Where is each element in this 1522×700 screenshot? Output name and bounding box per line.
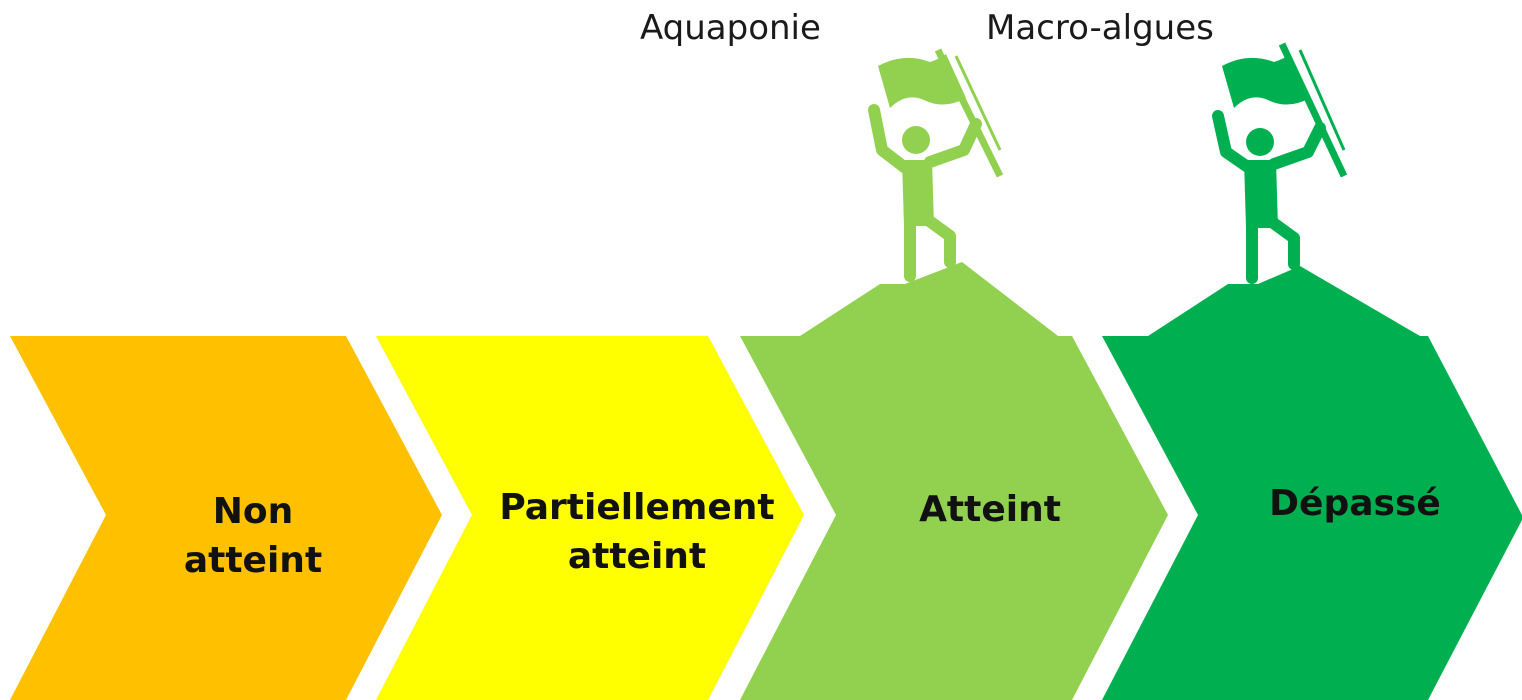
peak-depasse [1148, 266, 1420, 336]
step-label-line: Non [212, 491, 294, 532]
step-label-line: Dépassé [1269, 483, 1441, 524]
step-non-atteint [10, 336, 442, 700]
step-label-depasse: Dépassé [1230, 480, 1480, 529]
step-label-partiellement-atteint: Partiellement atteint [462, 484, 812, 581]
step-label-line: atteint [183, 539, 323, 581]
step-partiellement-atteint [376, 336, 804, 700]
person-flag-icon-aquaponie [868, 48, 1004, 282]
step-atteint [740, 336, 1168, 700]
peak-atteint [800, 262, 1058, 336]
step-label-line: Partiellement [499, 487, 775, 528]
step-label-line: atteint [567, 535, 707, 577]
step-label-non-atteint: Non atteint [178, 488, 328, 585]
step-label-line: Atteint [919, 489, 1061, 530]
step-depasse [1102, 336, 1522, 700]
marker-label-aquaponie: Aquaponie [640, 8, 821, 48]
person-flag-icon-macro-algues [1212, 42, 1348, 284]
step-label-atteint: Atteint [880, 486, 1100, 535]
marker-label-macro-algues: Macro-algues [986, 8, 1214, 48]
